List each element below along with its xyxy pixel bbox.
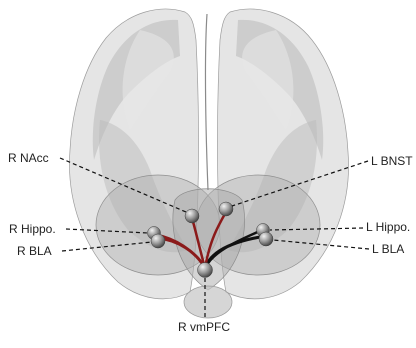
label-r-nacc: R NAcc	[8, 151, 49, 165]
label-r-vmpfc: R vmPFC	[178, 320, 230, 334]
label-l-hippo: L Hippo.	[366, 220, 410, 234]
label-r-bla: R BLA	[17, 244, 52, 258]
node-r-bla	[151, 234, 165, 248]
label-l-bnst: L BNST	[371, 154, 413, 168]
node-l-bla	[259, 232, 273, 246]
label-r-hippo: R Hippo.	[9, 222, 56, 236]
node-r-nacc	[185, 209, 199, 223]
label-l-bla: L BLA	[372, 242, 404, 256]
node-l-bnst	[219, 202, 233, 216]
node-r-vmpfc	[198, 263, 213, 278]
